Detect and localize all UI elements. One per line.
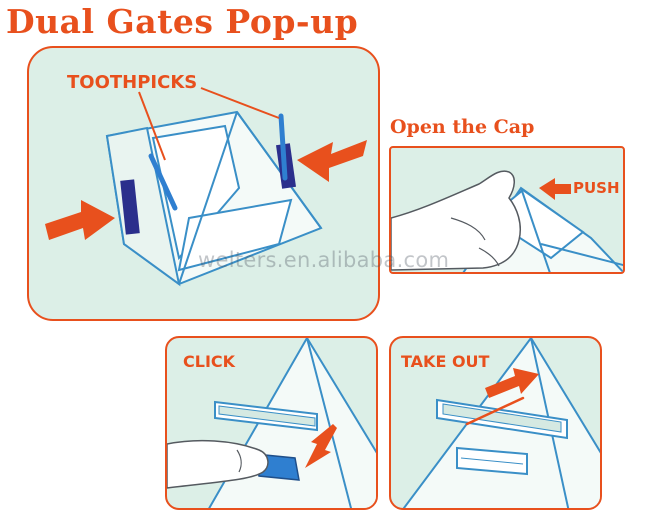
open-cap-illustration [391,170,623,272]
take-out-illustration [402,338,600,508]
click-panel: CLICK [165,336,378,510]
page-title: Dual Gates Pop-up [6,2,359,41]
click-label: CLICK [183,352,236,371]
toothpicks-label: TOOTHPICKS [67,72,198,93]
pyramid-dispenser-illustration [45,87,367,287]
watermark: welters.en.alibaba.com [198,248,450,272]
push-label: PUSH [573,179,620,197]
main-illustration-panel: TOOTHPICKS [27,46,380,321]
take-out-panel: TAKE OUT [389,336,602,510]
open-cap-heading: Open the Cap [390,116,535,138]
open-cap-panel: PUSH [389,146,625,274]
click-illustration [167,338,376,508]
take-out-label: TAKE OUT [401,352,490,371]
